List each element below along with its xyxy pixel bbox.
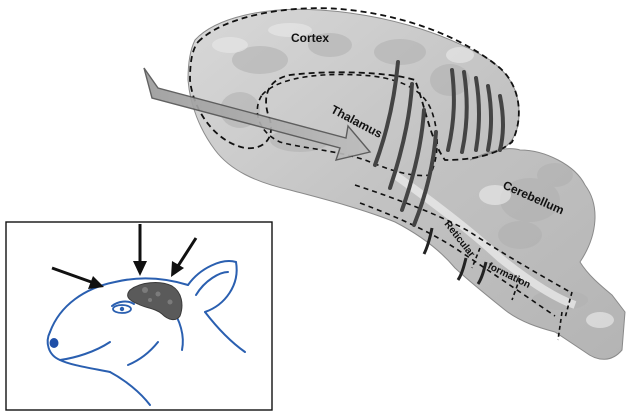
sheep-nose (50, 338, 59, 348)
label-cortex: Cortex (291, 31, 329, 45)
sheep-inset (6, 222, 272, 410)
